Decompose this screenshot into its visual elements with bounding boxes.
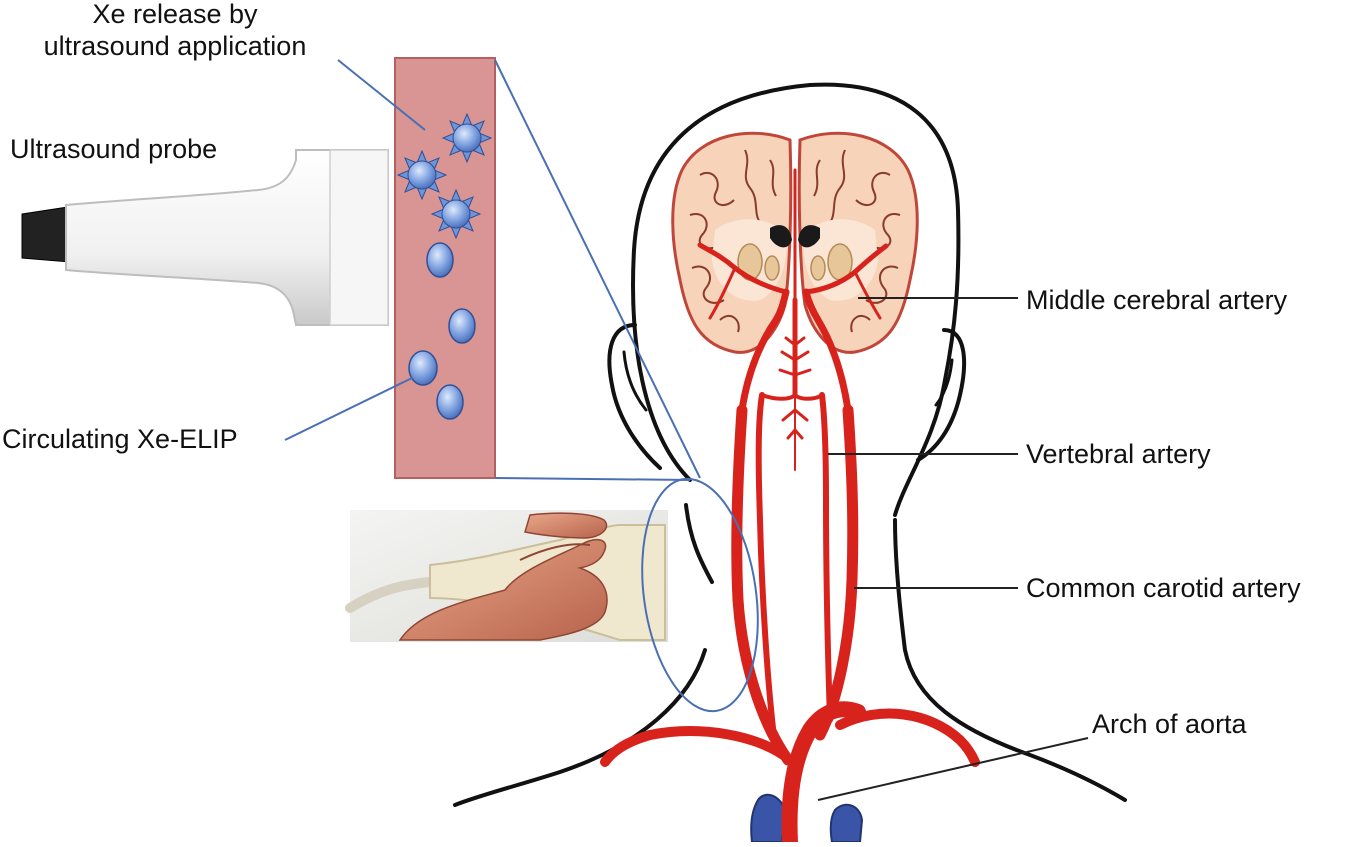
aortic-arch	[781, 701, 866, 847]
starburst-bubble-icon	[396, 149, 448, 201]
arterial-tree	[600, 168, 980, 847]
label-xe-release-line2: ultrasound application	[43, 31, 307, 61]
left-jaw	[684, 503, 714, 584]
zoom-line-top	[494, 59, 701, 479]
label-circulating-xe-elip: Circulating Xe-ELIP	[2, 424, 238, 454]
label-ultrasound-probe: Ultrasound probe	[10, 134, 218, 164]
leader-xe-release	[337, 59, 426, 131]
head-contour	[631, 82, 961, 517]
label-vertebral-artery: Vertebral artery	[1026, 439, 1211, 469]
photo-hand	[398, 538, 608, 641]
right-neck	[893, 518, 1127, 802]
photo-cable	[345, 577, 435, 613]
left-mca-branch	[708, 266, 737, 320]
leader-xe-elip	[284, 377, 413, 441]
great-vessels-base	[750, 793, 864, 843]
zoom-indicator	[494, 59, 759, 713]
right-common-carotid	[814, 404, 859, 741]
right-vertebral-artery	[819, 392, 833, 723]
zoom-ellipse	[641, 477, 759, 713]
right-subclavian-artery	[835, 708, 980, 767]
starburst-bubble-icon	[441, 112, 493, 164]
small-branches	[778, 336, 812, 471]
left-subclavian-artery	[600, 726, 795, 767]
right-ear	[916, 328, 967, 462]
hand-probe-photo	[345, 510, 668, 642]
leader-aorta	[817, 737, 1089, 801]
ultrasound-probe-icon	[21, 149, 389, 326]
right-ear-inner	[934, 358, 954, 407]
left-ear-inner	[622, 350, 648, 412]
label-arch-of-aorta: Arch of aorta	[1092, 709, 1247, 739]
right-internal-carotid	[802, 288, 852, 414]
label-common-carotid-artery: Common carotid artery	[1026, 573, 1301, 603]
starburst-bubble-icon	[430, 188, 482, 240]
vessel-panel	[394, 57, 496, 479]
photo-finger	[524, 512, 608, 539]
oval-bubble-icon	[436, 384, 464, 420]
head-neck-outline	[453, 82, 1127, 807]
left-vertebral-artery	[755, 392, 778, 748]
vertebral-junction	[760, 393, 824, 401]
vein-right	[829, 803, 864, 843]
oval-bubble-icon	[448, 308, 476, 344]
oval-bubble-icon	[408, 350, 438, 386]
oval-bubble-icon	[426, 242, 454, 278]
label-middle-cerebral-artery: Middle cerebral artery	[1026, 285, 1288, 315]
probe-face	[329, 149, 389, 326]
photo-thumb	[519, 543, 591, 561]
zoom-line-bottom	[494, 477, 691, 481]
leader-lines	[284, 59, 1089, 801]
ventricles	[770, 225, 820, 248]
left-neck-shoulder	[453, 648, 707, 807]
left-common-carotid	[731, 404, 794, 766]
left-internal-carotid	[738, 288, 790, 414]
label-xe-release-line1: Xe release by	[92, 0, 258, 29]
left-ear	[607, 323, 662, 470]
label-xe-release: Xe release by ultrasound application	[0, 0, 350, 62]
probe-cable-end	[21, 206, 71, 263]
vein-left	[750, 793, 787, 843]
